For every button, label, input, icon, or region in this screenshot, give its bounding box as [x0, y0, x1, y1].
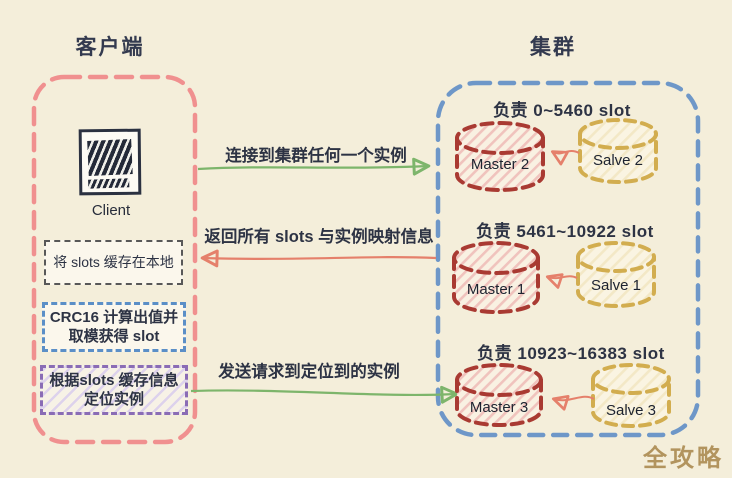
master-2-label: Master 2	[470, 156, 530, 173]
salve-3-label: Salve 3	[605, 402, 657, 419]
step-crc16-line1: CRC16 计算出值并	[49, 308, 179, 326]
shard2-range-label: 负责 5461~10922 slot	[476, 222, 654, 241]
send-request-arrow	[190, 385, 459, 404]
watermark: 全攻略	[643, 445, 724, 472]
step-cache-slots-label: 将 slots 缓存在本地	[53, 254, 174, 271]
client-section-title: 客户端	[75, 36, 145, 59]
return-slots-arrow-label: 返回所有 slots 与实例映射信息	[204, 228, 434, 246]
salve-1-database-icon	[576, 241, 656, 308]
return-slots-arrow	[200, 249, 437, 268]
client-icon-scribble-line	[88, 178, 130, 189]
connect-arrow	[197, 157, 431, 176]
shard1-range-label: 负责 0~5460 slot	[493, 101, 631, 120]
step-locate-instance-box: 根据slots 缓存信息 定位实例	[40, 365, 188, 415]
master-3-database-icon	[455, 363, 543, 427]
master-3-label: Master 3	[469, 399, 529, 416]
master-1-database-icon	[452, 241, 540, 314]
cluster-group-border	[435, 80, 701, 438]
step-crc16-line2: 取模获得 slot	[68, 328, 160, 345]
shard3-range-label: 负责 10923~16383 slot	[477, 344, 665, 363]
salve-1-label: Salve 1	[590, 277, 642, 294]
step-cache-slots-box: 将 slots 缓存在本地	[44, 240, 183, 285]
replication-arrow-shard3	[551, 394, 595, 411]
salve-2-database-icon	[578, 118, 658, 184]
salve-3-database-icon	[591, 363, 671, 428]
send-request-arrow-label: 发送请求到定位到的实例	[218, 363, 400, 381]
connect-arrow-label: 连接到集群任何一个实例	[225, 147, 407, 165]
client-group-border	[31, 74, 198, 445]
cluster-section-title: 集群	[530, 36, 576, 59]
step-locate-line2: 定位实例	[83, 391, 144, 408]
client-icon-scribble	[87, 139, 133, 176]
replication-arrow-shard1	[550, 150, 580, 166]
master-2-database-icon	[455, 121, 545, 192]
replication-arrow-shard2	[545, 273, 578, 289]
step-locate-line1: 根据slots 缓存信息	[49, 371, 179, 389]
master-1-label: Master 1	[466, 281, 526, 298]
client-computer-icon	[78, 128, 142, 196]
step-crc16-box: CRC16 计算出值并 取模获得 slot	[42, 302, 186, 352]
client-caption: Client	[91, 202, 131, 219]
salve-2-label: Salve 2	[592, 152, 644, 169]
